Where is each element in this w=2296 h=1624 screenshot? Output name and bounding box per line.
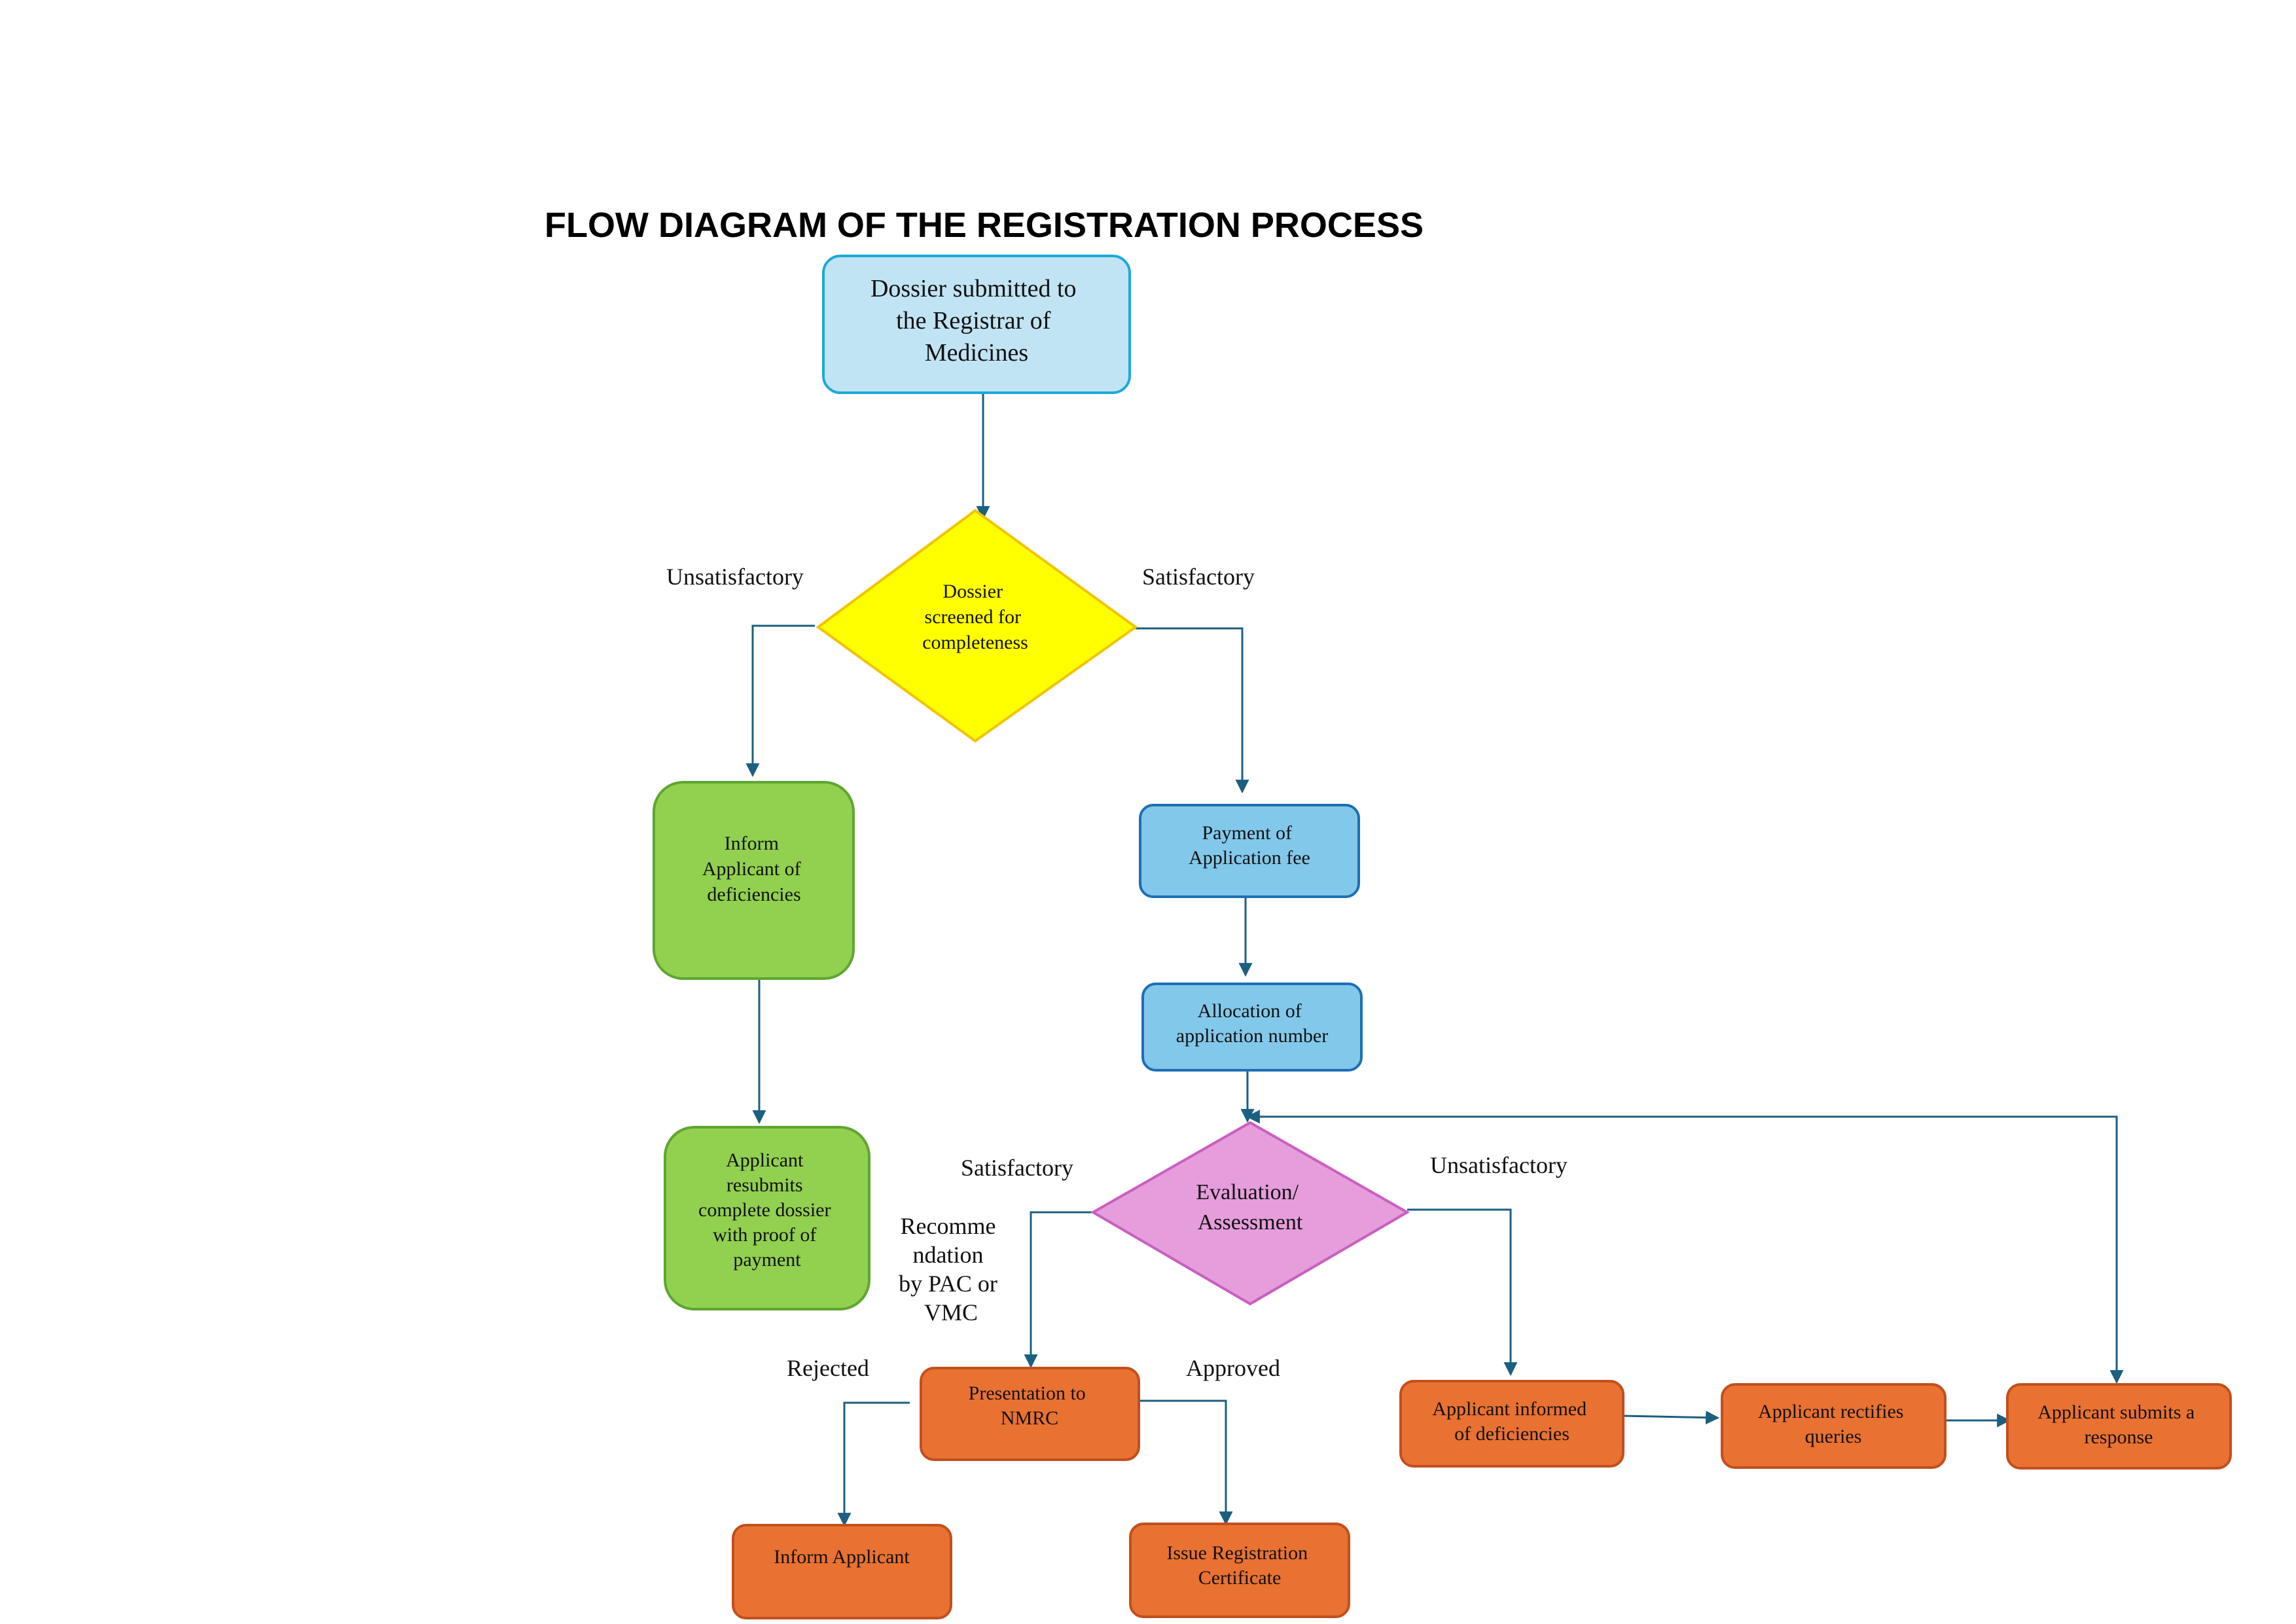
- node-submits-response-line: response: [2085, 1426, 2153, 1448]
- svg-text:Payment of Application f: Payment of Application fee: [1189, 822, 1310, 869]
- label-screen-unsatisfactory: Unsatisfactory: [666, 564, 804, 590]
- node-issue-certificate: Issue Registration Certificate: [1129, 1523, 1350, 1618]
- node-resubmits-line: Applicant: [726, 1149, 804, 1171]
- node-screening-line: Dossier: [942, 581, 1003, 602]
- node-presentation-line: Presentation to: [969, 1382, 1086, 1404]
- node-informed-deficiencies-line: of deficiencies: [1454, 1423, 1570, 1445]
- connector-response-to-evaluation: [1246, 1110, 2118, 1382]
- node-dossier-submitted: Dossier submitted to the Registrar of Me…: [822, 255, 1131, 394]
- node-evaluation-line: Evaluation/: [1196, 1180, 1299, 1204]
- svg-text:Allocation of applicatio: Allocation of application number: [1176, 1000, 1328, 1047]
- node-dossier-submitted-line: Medicines: [925, 339, 1028, 367]
- label-eval-satisfactory: Satisfactory: [961, 1155, 1073, 1181]
- connectors: [745, 393, 2124, 1527]
- node-resubmits-line: resubmits: [726, 1174, 803, 1196]
- connector-evaluation-to-informed: [1407, 1208, 1518, 1377]
- svg-text:Issue Registration Certi: Issue Registration Certificate: [1166, 1542, 1312, 1589]
- node-resubmits: Applicant resubmits complete dossier wit…: [664, 1126, 870, 1310]
- node-resubmits-line: complete dossier: [698, 1199, 831, 1221]
- svg-text:Presentation to NMRC: Presentation to NMRC: [969, 1382, 1091, 1429]
- label-recommendation-line: Recomme: [901, 1213, 996, 1239]
- node-presentation-line: NMRC: [1001, 1407, 1058, 1429]
- node-resubmits-line: payment: [733, 1249, 801, 1271]
- connector-presentation-to-inform-applicant: [837, 1401, 910, 1527]
- connector-screening-to-payment: [1136, 627, 1249, 794]
- node-evaluation-line: Assessment: [1198, 1210, 1303, 1235]
- node-allocation-line: application number: [1176, 1025, 1328, 1047]
- node-screening-line: completeness: [922, 632, 1028, 653]
- svg-text:Applicant resubmits: Applicant resubmits complete dossier wit…: [698, 1149, 836, 1271]
- connector-evaluation-to-presentation: [1024, 1211, 1092, 1369]
- node-rectifies: Applicant rectifies queries: [1721, 1383, 1946, 1469]
- node-inform-applicant-line: Inform Applicant: [774, 1546, 910, 1568]
- label-eval-unsatisfactory: Unsatisfactory: [1430, 1152, 1568, 1178]
- edge-labels: Unsatisfactory Satisfactory Satisfactory…: [666, 564, 1568, 1381]
- node-issue-certificate-line: Issue Registration: [1166, 1542, 1308, 1564]
- node-allocation: Allocation of application number: [1141, 983, 1363, 1072]
- node-informed-deficiencies-line: Applicant informed: [1432, 1398, 1587, 1420]
- label-recommendation-line: ndation: [913, 1242, 984, 1268]
- svg-text:Dossier screened for: Dossier screened for completeness: [922, 581, 1028, 653]
- node-inform-deficiencies-line: Inform: [725, 833, 779, 854]
- svg-text:Applicant submits a resp: Applicant submits a response: [2037, 1401, 2199, 1448]
- node-rectifies-line: Applicant rectifies: [1758, 1401, 1903, 1422]
- node-issue-certificate-line: Certificate: [1198, 1567, 1282, 1589]
- node-informed-deficiencies: Applicant informed of deficiencies: [1399, 1380, 1624, 1468]
- label-rejected: Rejected: [787, 1355, 869, 1381]
- svg-text:Evaluation/ Assessment: Evaluation/ Assessment: [1196, 1180, 1304, 1235]
- node-resubmits-line: with proof of: [713, 1224, 816, 1246]
- node-submits-response: Applicant submits a response: [2006, 1383, 2232, 1470]
- node-presentation: Presentation to NMRC: [920, 1367, 1140, 1461]
- node-payment: Payment of Application fee: [1139, 804, 1360, 898]
- node-inform-deficiencies-line: Applicant of: [702, 858, 801, 880]
- node-inform-deficiencies: Inform Applicant of deficiencies: [653, 781, 855, 980]
- node-rectifies-line: queries: [1805, 1426, 1862, 1447]
- node-inform-deficiencies-line: deficiencies: [707, 884, 800, 905]
- node-screening-decision: Dossier screened for completeness: [816, 509, 1138, 743]
- page-title: FLOW DIAGRAM OF THE REGISTRATION PROCESS: [545, 206, 1424, 245]
- connector-presentation-to-certificate: [1139, 1399, 1233, 1526]
- connector-screening-to-inform: [745, 624, 815, 778]
- svg-text:Applicant informed of de: Applicant informed of deficiencies: [1432, 1398, 1591, 1445]
- connector-informed-to-rectifies: [1623, 1411, 1720, 1425]
- label-approved: Approved: [1186, 1355, 1280, 1381]
- label-recommendation-line: by PAC or: [899, 1271, 997, 1297]
- node-screening-line: screened for: [925, 606, 1021, 628]
- svg-text:Dossier submitted to the: Dossier submitted to the Registrar of Me…: [870, 275, 1083, 367]
- svg-text:Inform Applicant of: Inform Applicant of deficiencies: [702, 833, 806, 905]
- node-dossier-submitted-line: Dossier submitted to: [870, 275, 1077, 302]
- connector-inform-to-resubmits: [752, 974, 766, 1125]
- label-screen-satisfactory: Satisfactory: [1142, 564, 1255, 590]
- node-payment-line: Payment of: [1202, 822, 1292, 844]
- node-submits-response-line: Applicant submits a: [2037, 1401, 2195, 1423]
- node-dossier-submitted-line: the Registrar of: [896, 307, 1051, 334]
- node-allocation-line: Allocation of: [1198, 1000, 1302, 1022]
- svg-text:Inform Applicant: Inform Applicant: [774, 1546, 910, 1568]
- node-payment-line: Application fee: [1189, 847, 1310, 869]
- label-recommendation-line: VMC: [924, 1299, 978, 1326]
- svg-text:Applicant rectifies quer: Applicant rectifies queries: [1758, 1401, 1909, 1447]
- node-inform-applicant: Inform Applicant: [732, 1524, 952, 1619]
- node-evaluation-decision: Evaluation/ Assessment: [1090, 1121, 1410, 1306]
- label-recommendation: Recomme ndation by PAC or VMC: [899, 1213, 1003, 1326]
